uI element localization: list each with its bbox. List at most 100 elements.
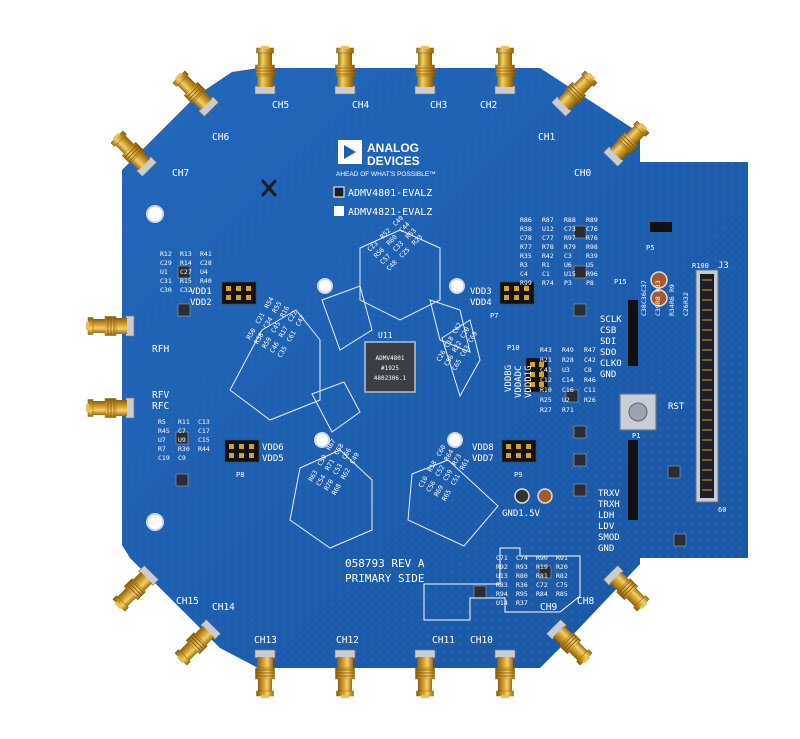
refdes-label: R49 bbox=[562, 346, 574, 354]
reset-button[interactable] bbox=[619, 393, 657, 431]
variant-1: ADMV4801-EVALZ bbox=[348, 188, 432, 199]
refdes-label: C36 bbox=[640, 292, 648, 304]
refdes-label: R97 bbox=[564, 234, 576, 242]
label-r100: R100 bbox=[692, 262, 709, 270]
refdes-label: R44 bbox=[198, 445, 210, 453]
refdes-label: C75 bbox=[556, 581, 568, 589]
label-p8: P8 bbox=[236, 471, 244, 479]
refdes-label: R39 bbox=[586, 252, 598, 260]
x-mark bbox=[260, 179, 278, 197]
label-ch0: CH0 bbox=[574, 168, 591, 179]
label-ch10: CH10 bbox=[470, 635, 493, 646]
label-p10: P10 bbox=[507, 344, 520, 352]
svg-text:SDI: SDI bbox=[600, 337, 616, 347]
refdes-label: C3 bbox=[564, 252, 572, 260]
svg-text:GND: GND bbox=[600, 370, 616, 380]
label-vddadc: VDDADC bbox=[514, 365, 524, 398]
chip-text-2: #1925 bbox=[381, 365, 399, 372]
refdes-label: R5 bbox=[158, 418, 166, 426]
refdes-label: R27 bbox=[540, 406, 552, 414]
refdes-label: R42 bbox=[542, 252, 554, 260]
label-p1: P1 bbox=[632, 432, 640, 440]
refdes-label: C19 bbox=[158, 454, 170, 462]
refdes-label: R8 bbox=[654, 296, 662, 304]
logo-tagline: AHEAD OF WHAT'S POSSIBLE™ bbox=[336, 171, 436, 178]
label-j3: J3 bbox=[718, 261, 729, 271]
chip-ref: U11 bbox=[378, 331, 393, 340]
refdes-label: C16 bbox=[562, 386, 574, 394]
refdes-label: R90 bbox=[536, 554, 548, 562]
label-gnd15v: GND1.5V bbox=[502, 509, 541, 519]
label-vdd4: VDD4 bbox=[470, 298, 492, 308]
refdes-label: R47 bbox=[584, 346, 596, 354]
label-ch15: CH15 bbox=[176, 596, 199, 607]
refdes-label: C76 bbox=[586, 225, 598, 233]
label-p7: P7 bbox=[490, 312, 498, 320]
refdes-label: R37 bbox=[516, 599, 528, 607]
refdes-label: R36 bbox=[516, 581, 528, 589]
refdes-label: C7 bbox=[178, 427, 186, 435]
side-label: PRIMARY SIDE bbox=[345, 572, 424, 585]
label-vddbg: VDDBG bbox=[504, 365, 514, 392]
label-ch13: CH13 bbox=[254, 635, 277, 646]
svg-text:LDH: LDH bbox=[598, 511, 614, 521]
refdes-label: C74 bbox=[516, 554, 528, 562]
refdes-label: C42 bbox=[584, 356, 596, 364]
label-ch1: CH1 bbox=[538, 132, 555, 143]
label-vdd5: VDD5 bbox=[262, 454, 284, 464]
refdes-label: U13 bbox=[496, 572, 508, 580]
refdes-label: R41 bbox=[200, 250, 212, 258]
label-ch7: CH7 bbox=[172, 168, 189, 179]
refdes-label: C73 bbox=[564, 225, 576, 233]
refdes-label: R80 bbox=[516, 572, 528, 580]
refdes-label: C4 bbox=[520, 270, 528, 278]
label-vddd1g: VDDD1G bbox=[524, 365, 534, 398]
refdes-label: C72 bbox=[536, 581, 548, 589]
svg-text:SDO: SDO bbox=[600, 348, 616, 358]
refdes-label: R46 bbox=[584, 376, 596, 384]
refdes-label: R25 bbox=[540, 396, 552, 404]
refdes-label: R92 bbox=[496, 563, 508, 571]
main-chip bbox=[364, 341, 416, 393]
label-rfc: RFC bbox=[152, 401, 169, 412]
refdes-group-center-left: R50C21R54R58C34R55R59C45R16C46R17C22C35C… bbox=[245, 296, 307, 359]
refdes-label: R45 bbox=[158, 427, 170, 435]
refdes-label: R98 bbox=[586, 243, 598, 251]
refdes-label: R85 bbox=[556, 590, 568, 598]
label-vdd6: VDD6 bbox=[262, 443, 284, 453]
refdes-label: R6 bbox=[668, 296, 676, 304]
potentiometers[interactable] bbox=[514, 271, 668, 504]
refdes-label: C77 bbox=[542, 234, 554, 242]
pin-headers bbox=[221, 222, 672, 520]
label-vdd8: VDD8 bbox=[472, 443, 494, 453]
label-p5: P5 bbox=[646, 244, 654, 252]
refdes-label: C12 bbox=[540, 376, 552, 384]
refdes-label: P8 bbox=[586, 279, 594, 287]
refdes-label: C1 bbox=[542, 270, 550, 278]
refdes-label: R32 bbox=[682, 292, 690, 304]
refdes-label: R86 bbox=[520, 216, 532, 224]
refdes-label: C28 bbox=[200, 259, 212, 267]
label-p15: P15 bbox=[614, 278, 627, 286]
refdes-label: R12 bbox=[160, 250, 172, 258]
refdes-label: U9 bbox=[178, 436, 186, 444]
refdes-label: R71 bbox=[562, 406, 574, 414]
refdes-label: R20 bbox=[556, 563, 568, 571]
refdes-label: R35 bbox=[520, 252, 532, 260]
refdes-label: R91 bbox=[556, 554, 568, 562]
refdes-label: C26 bbox=[682, 304, 690, 316]
refdes-label: R83 bbox=[496, 581, 508, 589]
refdes-label: R89 bbox=[586, 216, 598, 224]
refdes-label: C17 bbox=[198, 427, 210, 435]
label-ch11: CH11 bbox=[432, 635, 455, 646]
label-rst: RST bbox=[668, 402, 685, 412]
logo-line2: DEVICES bbox=[367, 154, 420, 168]
refdes-label: R43 bbox=[540, 346, 552, 354]
spi-labels: SCLK CSB SDI SDO CLKO GND bbox=[600, 315, 622, 380]
refdes-label: R28 bbox=[562, 356, 574, 364]
